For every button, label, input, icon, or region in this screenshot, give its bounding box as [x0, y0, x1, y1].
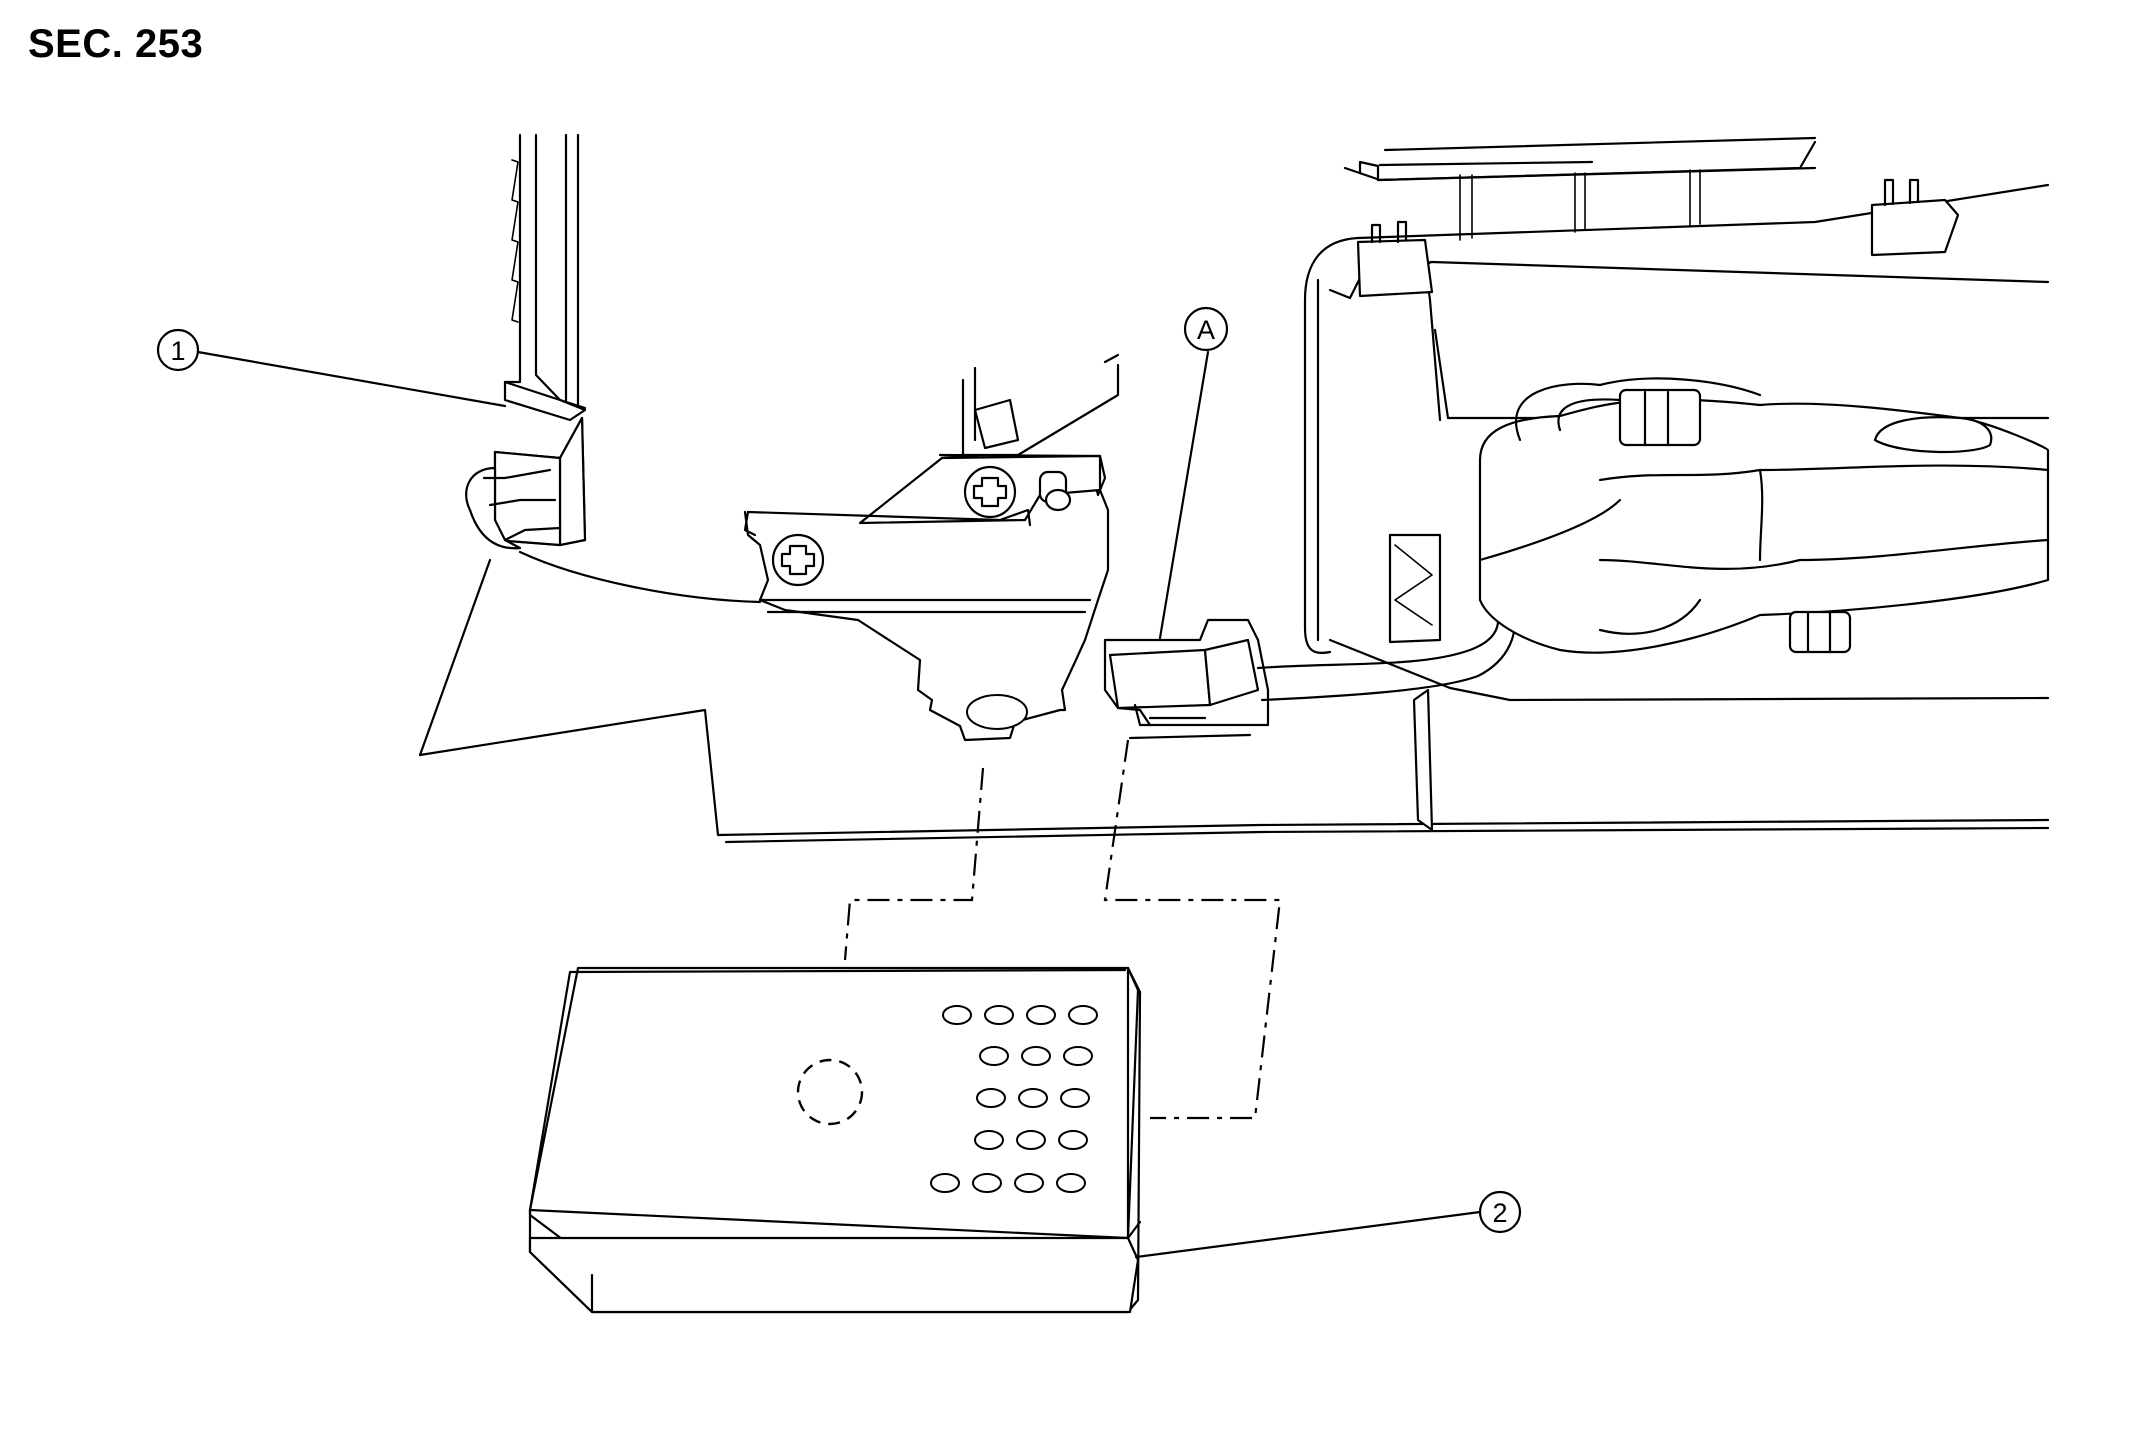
- vent-hole: [1026, 1005, 1056, 1025]
- screw-upper: [963, 465, 1017, 519]
- clip-part-1: [465, 416, 587, 550]
- dashboard-panel: [418, 558, 2050, 844]
- vent-hole: [972, 1173, 1002, 1193]
- vent-hole: [1068, 1005, 1098, 1025]
- vent-hole: [1060, 1088, 1090, 1108]
- vent-hole: [1058, 1130, 1088, 1150]
- connector-a: [1103, 596, 1516, 740]
- control-module-part-2: [528, 966, 1142, 1314]
- vent-hole: [976, 1088, 1006, 1108]
- vent-hole: [1018, 1088, 1048, 1108]
- vent-hole: [1014, 1173, 1044, 1193]
- alignment-lines: [843, 739, 1282, 1120]
- pillar-trim: [503, 133, 587, 422]
- callout-2-label: 2: [1492, 1198, 1507, 1228]
- callout-1: 1: [156, 328, 200, 372]
- vent-hole: [1021, 1046, 1051, 1066]
- callout-2: 2: [1478, 1190, 1522, 1234]
- console-housing: [1303, 136, 2050, 832]
- callout-a: A: [1183, 306, 1229, 352]
- vent-hole: [1056, 1173, 1086, 1193]
- vent-hole: [1016, 1130, 1046, 1150]
- callout-1-label: 1: [170, 336, 185, 366]
- screw-lower: [771, 533, 825, 587]
- callout-a-label: A: [1197, 315, 1215, 345]
- vent-hole: [1063, 1046, 1093, 1066]
- vent-hole: [930, 1173, 960, 1193]
- leader-lines: [196, 350, 1482, 1259]
- vent-hole: [979, 1046, 1009, 1066]
- vent-holes: [930, 1005, 1098, 1193]
- section-code: SEC. 253: [28, 22, 204, 66]
- vent-hole: [942, 1005, 972, 1025]
- vent-hole: [984, 1005, 1014, 1025]
- vent-hole: [974, 1130, 1004, 1150]
- mounting-bracket: [518, 353, 1120, 742]
